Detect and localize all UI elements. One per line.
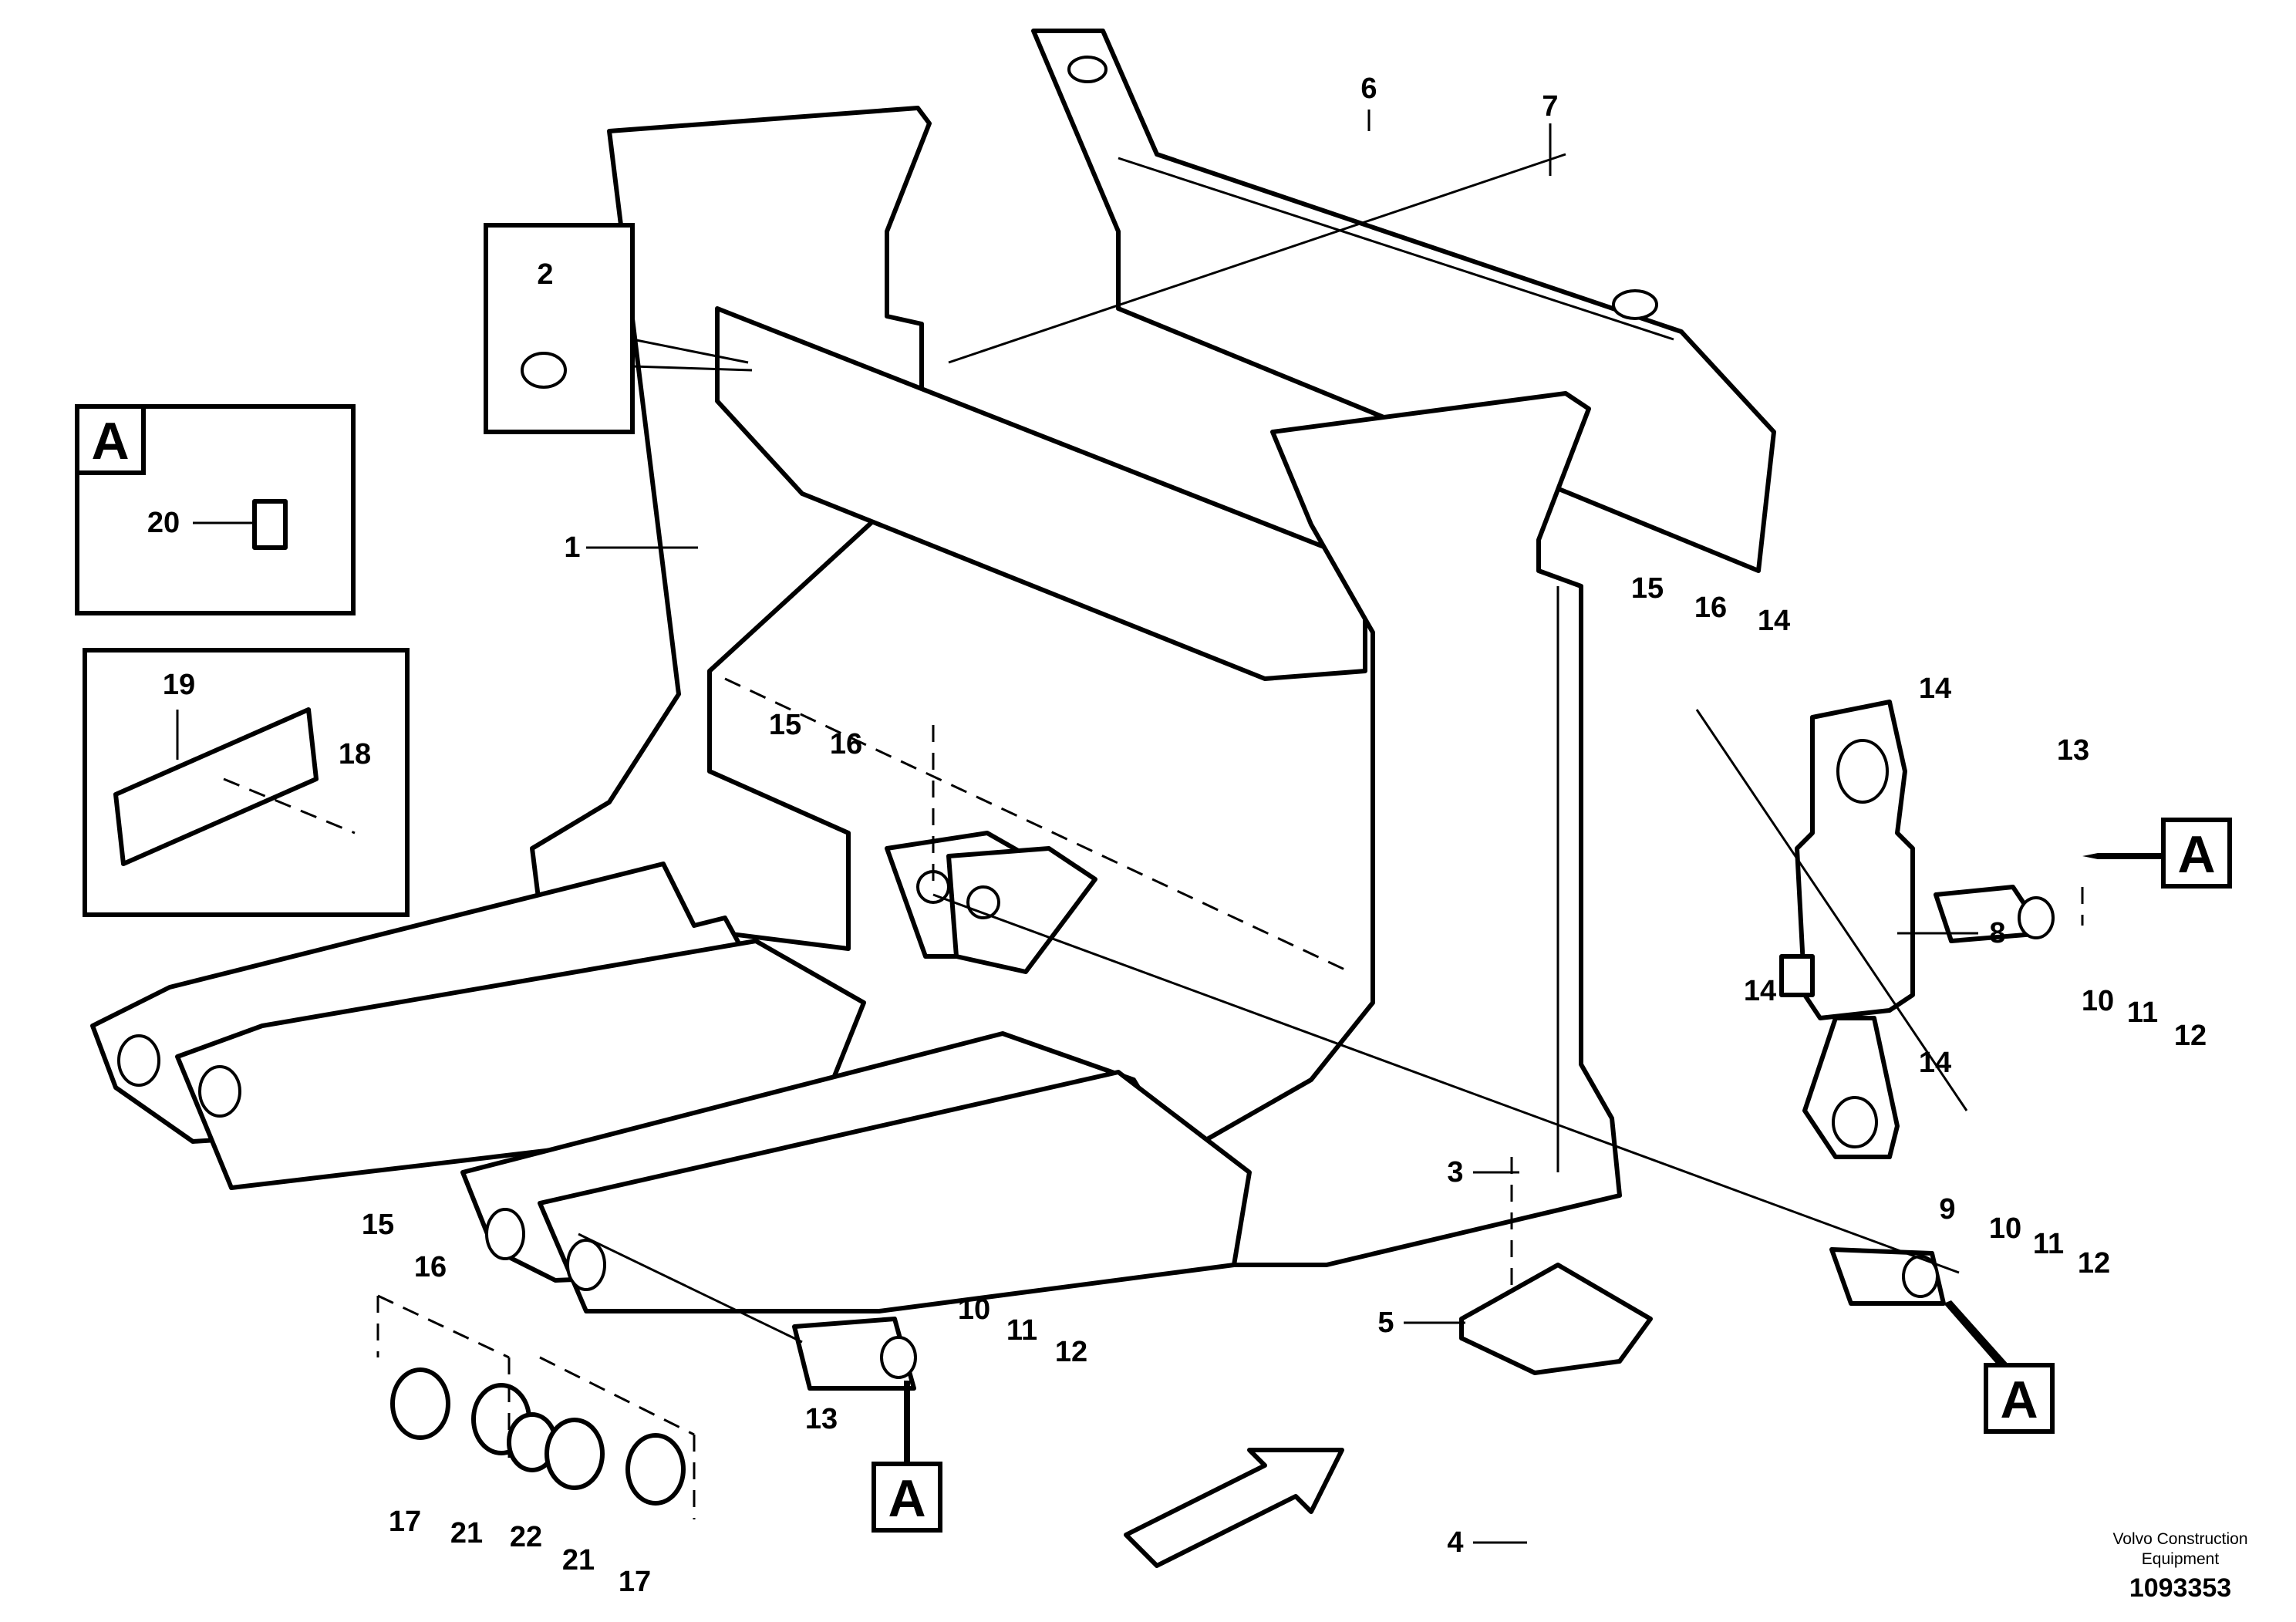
plate-lugs <box>885 831 1097 974</box>
callout-15-upper-right: 15 <box>1631 572 1664 605</box>
alignment-lines <box>376 153 2084 1519</box>
callout-20: 20 <box>147 507 180 539</box>
callout-13-right: 13 <box>2057 734 2089 767</box>
callout-1: 1 <box>564 531 580 564</box>
bushings <box>390 1367 686 1506</box>
callout-11-bottom: 11 <box>1006 1314 1037 1347</box>
callout-6: 6 <box>1360 73 1377 105</box>
support-pad <box>1459 1263 1653 1375</box>
callout-16-middle: 16 <box>830 728 862 760</box>
detail-box-plate <box>83 648 410 917</box>
callout-5: 5 <box>1377 1307 1394 1339</box>
marker-a-bottom: A <box>872 1381 942 1533</box>
callout-12-bottom: 12 <box>1055 1336 1087 1368</box>
callout-14-c: 14 <box>1744 975 1776 1007</box>
callout-13-bottom: 13 <box>805 1403 838 1435</box>
callout-17-right: 17 <box>619 1566 651 1598</box>
marker-a-right-upper-label: A <box>2177 825 2215 884</box>
callout-4: 4 <box>1447 1526 1463 1559</box>
marker-a-right-upper: A <box>2082 818 2232 889</box>
callout-19: 19 <box>163 669 195 701</box>
callout-14-a: 14 <box>1758 605 1790 637</box>
pin-bottom <box>792 1317 917 1391</box>
callout-12-right-upper: 12 <box>2174 1020 2207 1052</box>
direction-arrow <box>1124 1448 1344 1568</box>
main-frame <box>530 106 1622 1267</box>
callout-14-d: 14 <box>1919 1047 1951 1079</box>
callout-10-bottom: 10 <box>958 1293 990 1326</box>
callout-21-left: 21 <box>450 1517 483 1549</box>
callout-8: 8 <box>1989 917 2005 949</box>
callout-12-right-lower: 12 <box>2078 1247 2110 1280</box>
callout-22: 22 <box>510 1521 542 1553</box>
callout-2: 2 <box>537 258 553 291</box>
callout-leaders <box>586 110 1978 1544</box>
callout-11-right-lower: 11 <box>2033 1228 2064 1260</box>
manufacturer-name: Volvo Construction Equipment <box>2112 1530 2248 1568</box>
callout-14-b: 14 <box>1919 673 1951 705</box>
boom-arms <box>90 862 1252 1313</box>
marker-a-right-lower: A <box>1944 1300 2055 1434</box>
pin-right <box>1829 885 2055 1306</box>
callout-21-right: 21 <box>562 1544 595 1576</box>
callout-7: 7 <box>1542 90 1558 123</box>
callout-16-upper-right: 16 <box>1694 592 1727 624</box>
callout-11-right-upper: 11 <box>2127 996 2158 1029</box>
callout-3: 3 <box>1447 1156 1463 1189</box>
callout-10-right-lower: 10 <box>1989 1212 2021 1245</box>
callout-18: 18 <box>339 738 371 771</box>
marker-a-bottom-label: A <box>888 1469 925 1528</box>
detail-box-part-2 <box>484 223 753 434</box>
callout-15-lower: 15 <box>362 1209 394 1241</box>
callout-16-lower: 16 <box>414 1251 447 1283</box>
callout-15-middle: 15 <box>769 709 801 741</box>
detail-box-a: A <box>75 404 356 615</box>
callout-9: 9 <box>1939 1193 1955 1226</box>
callout-labels: 1 2 3 4 5 6 7 8 9 10 10 10 11 11 11 12 1… <box>147 73 2207 1598</box>
callout-17-left: 17 <box>389 1506 421 1538</box>
callout-10-right-upper: 10 <box>2082 985 2114 1017</box>
detail-box-a-label: A <box>91 412 129 470</box>
rear-plate <box>1031 29 1776 573</box>
hydraulic-cylinder <box>1779 700 1915 1159</box>
document-number: 1093353 <box>2129 1573 2232 1603</box>
marker-a-right-lower-label: A <box>2000 1371 2038 1429</box>
